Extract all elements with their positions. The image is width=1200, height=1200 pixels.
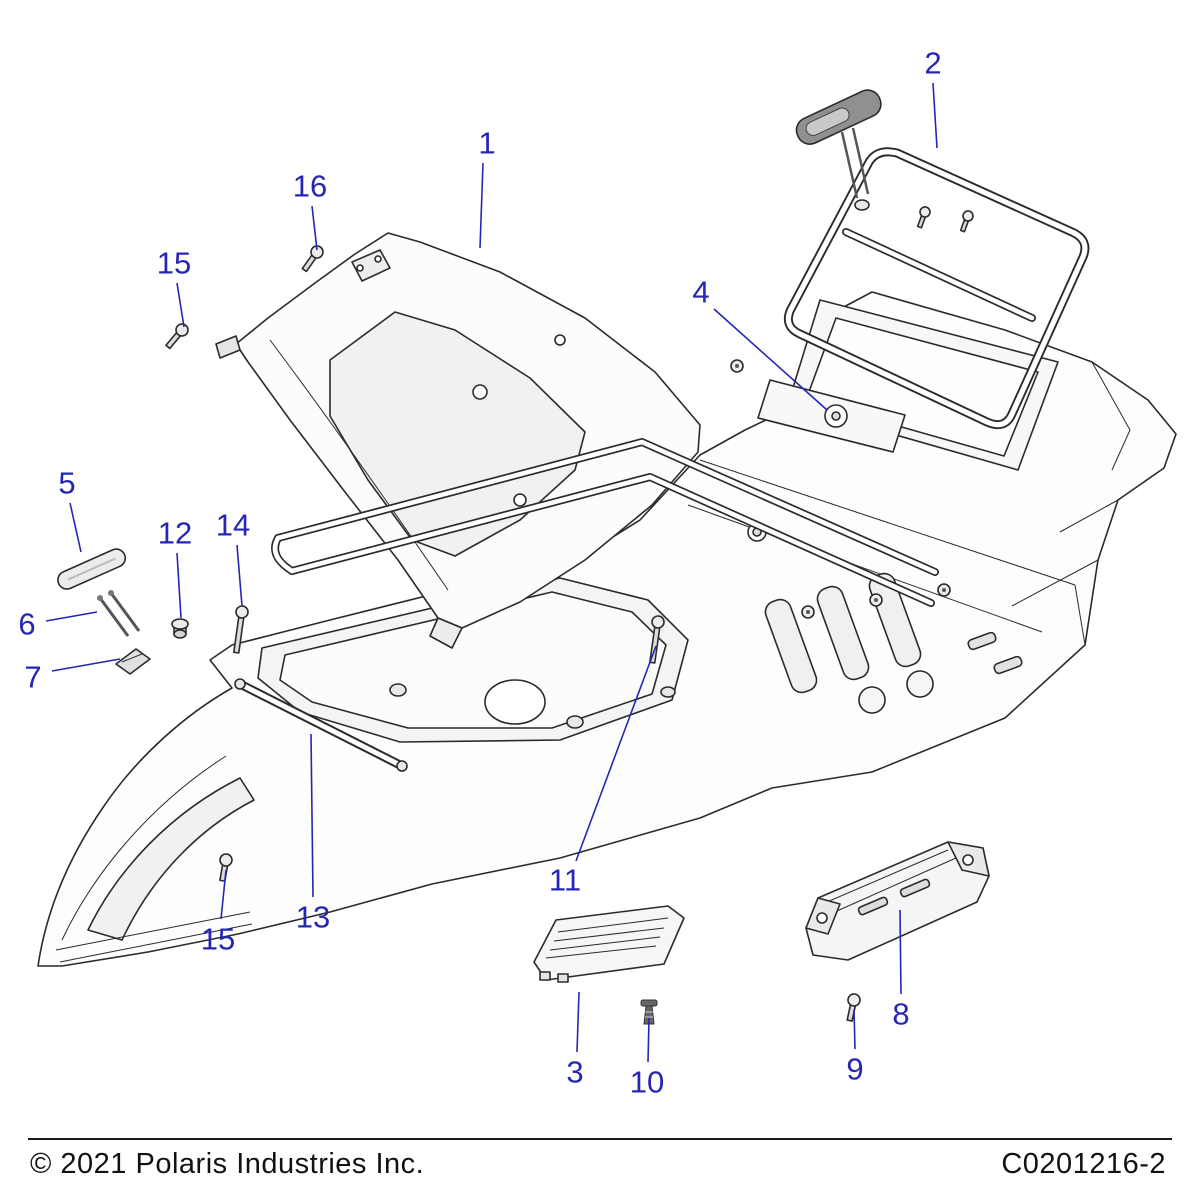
callout-label-9: 9 [846,1052,863,1087]
callout-label-10: 10 [630,1065,664,1100]
front-rack-part [271,438,939,607]
callout-label-1: 1 [478,126,495,161]
callout-leader-5 [69,502,82,553]
rack-screw-b [959,210,974,233]
mount-bracket-part [805,841,990,961]
callout-label-12: 12 [158,516,192,551]
deck-ribs [764,572,1023,714]
callout-leader-10 [647,1017,650,1063]
callout-leader-6 [45,611,98,622]
front-fascia-part [215,232,701,649]
callout-leader-12 [176,552,182,619]
screw-16 [301,245,324,273]
callout-label-11: 11 [549,863,581,898]
callout-leader-1 [479,162,484,249]
copyright-text: © 2021 Polaris Industries Inc. [30,1148,425,1180]
rack-mount-panel [757,379,906,453]
foot-tray-part [533,905,685,983]
callout-leader-11 [575,645,657,862]
callout-label-2: 2 [924,46,941,81]
screw-15-top [165,323,189,350]
callout-leader-7 [51,658,121,672]
callout-leader-2 [932,82,938,149]
callout-label-3: 3 [566,1055,583,1090]
callout-label-5: 5 [58,466,75,501]
pins-6 [97,590,141,637]
callout-leader-15 [220,869,227,920]
grab-handle-part [795,89,882,211]
callout-label-15: 15 [157,246,191,281]
callout-leader-14 [236,544,243,607]
callout-leader-8 [899,909,902,995]
callout-label-6: 6 [18,607,35,642]
rack-screw-a [916,206,931,229]
screw-14 [233,605,249,654]
callout-leader-15 [176,282,185,328]
clip-7 [115,648,151,675]
screw-15-bottom [219,853,233,882]
callout-leader-9 [853,1009,856,1050]
handle-pad-5 [57,548,127,590]
callout-label-4: 4 [692,275,709,310]
drawing-code: C0201216-2 [1001,1148,1166,1180]
callout-label-16: 16 [293,169,327,204]
callout-leader-16 [311,205,318,251]
callout-label-14: 14 [216,508,250,543]
callout-leader-13 [310,733,314,898]
callout-label-15: 15 [201,922,235,957]
callout-leader-3 [576,991,580,1053]
callout-label-8: 8 [892,997,909,1032]
rear-rack-part [783,147,1090,430]
deck-bolts [730,359,951,619]
push-clip-part [640,999,658,1025]
cap-nut-12 [171,618,189,639]
main-body-part [37,291,1177,967]
callout-label-13: 13 [296,900,330,935]
footer-divider [28,1138,1172,1140]
callout-label-7: 7 [24,660,41,695]
fender-trim-strip [234,678,408,772]
callout-leader-4 [713,308,828,411]
